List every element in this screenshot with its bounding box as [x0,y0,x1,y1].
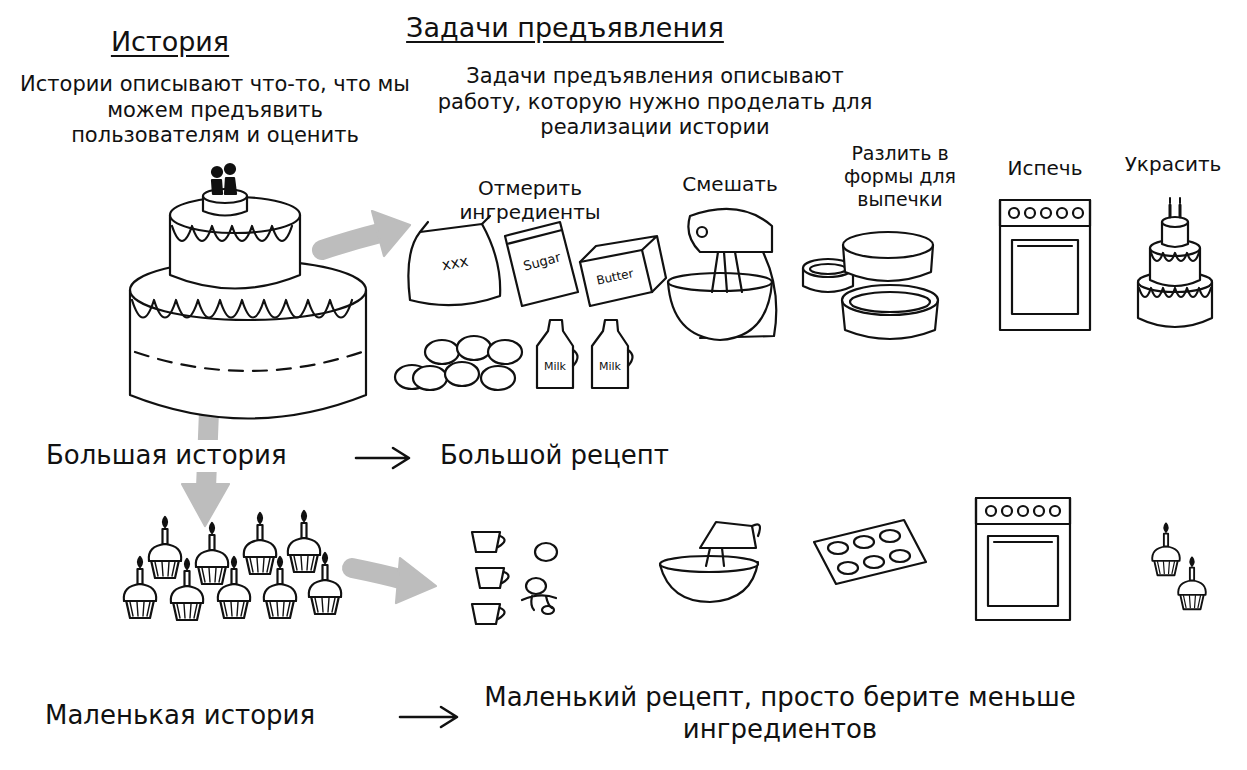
package-label: Milk [538,360,572,373]
package-label: Milk [593,360,627,373]
decorated-cupcakes [1152,523,1206,609]
oven-small [976,498,1070,620]
baking-pans [803,232,938,339]
heading: Задачи предъявления [395,12,735,45]
hand-mixer [660,522,760,602]
step-label: Испечь [995,156,1095,180]
ingredients [395,216,666,390]
small-arrows [356,448,457,727]
description: Задачи предъявления описывают работу, ко… [425,64,885,141]
step-label: Разлить в формы для выпечки [830,142,970,212]
step-label: Украсить [1108,152,1238,176]
step-label: Отмерить ингредиенты [445,176,615,225]
measuring-cups [472,532,557,624]
heading: История [85,26,255,59]
row-label: Маленькая история [45,700,385,732]
oven [1000,200,1090,330]
row-label: Большой рецепт [440,440,760,472]
decorated-cake [1138,198,1212,327]
wedding-cake [130,164,366,419]
row-label: Маленький рецепт, просто берите меньше и… [470,682,1090,745]
description: Истории описывают что-то, что мы можем п… [20,72,410,149]
step-label: Смешать [665,172,795,196]
row-label: Большая история [40,440,293,472]
package-label: Butter [585,264,645,290]
muffin-tin [814,520,926,584]
package-label: Sugar [513,247,571,277]
cupcakes [124,511,341,620]
package-label: xxx [429,250,481,277]
stand-mixer [668,209,776,340]
